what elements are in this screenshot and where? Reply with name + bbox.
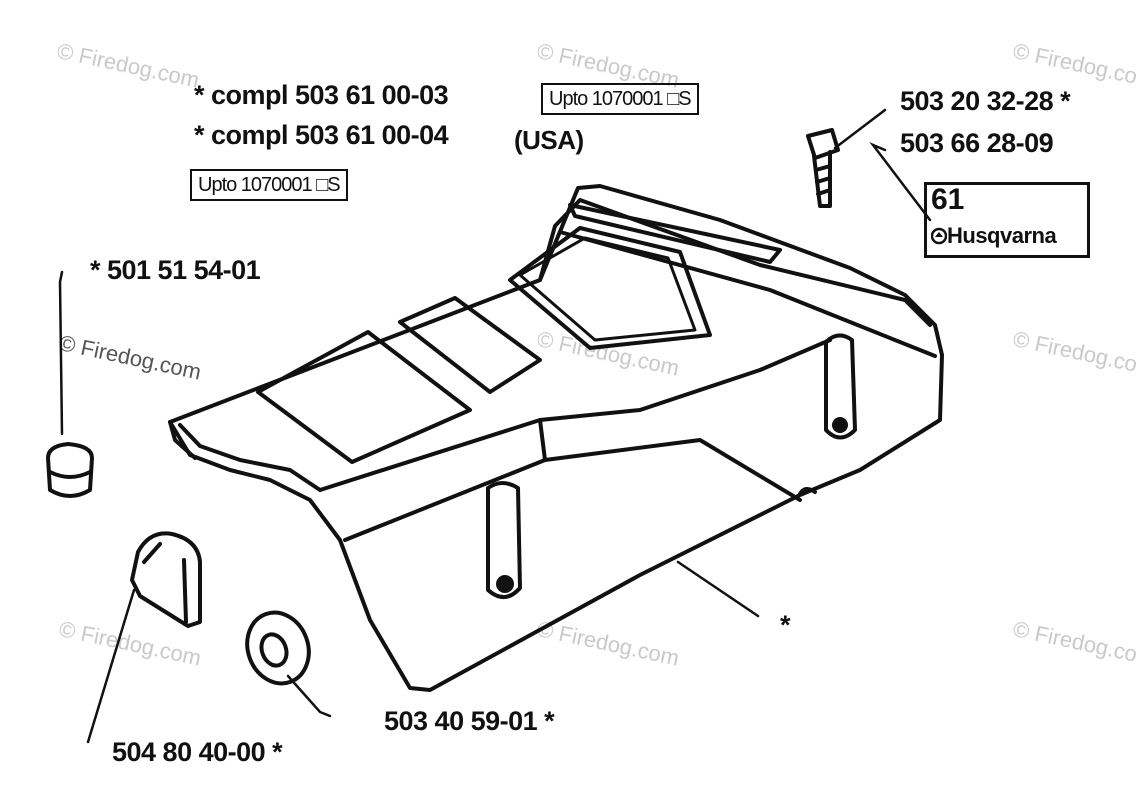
model-decal: 61 Husqvarna [924, 182, 1090, 258]
plug-part [46, 442, 94, 498]
serial-range-box: Upto 1070001 □S [190, 169, 348, 201]
brand-name: Husqvarna [930, 225, 1057, 247]
cover-body-marker: * [780, 610, 791, 640]
window-panel [256, 330, 472, 464]
leader-line [833, 108, 887, 150]
serial-range-box: Upto 1070001 □S [541, 83, 699, 115]
screw-part [806, 128, 840, 208]
screw-part-number: 503 20 32-28 * [900, 86, 1071, 116]
complete-kit-label: * compl 503 61 00-04 [194, 120, 449, 150]
mounting-boss [824, 333, 857, 440]
leader-line [676, 560, 760, 618]
rubber-cover-part-number: 504 80 40-00 * [112, 737, 283, 767]
cover-outline [168, 184, 944, 692]
husqvarna-crown-icon [930, 227, 948, 245]
leader-line [86, 588, 136, 744]
region-label: (USA) [514, 125, 584, 155]
complete-kit-label: * compl 503 61 00-03 [194, 80, 449, 110]
rubber-cover-part [130, 531, 202, 628]
window-panel [398, 296, 542, 394]
leader-line [869, 142, 932, 222]
grommet-part-number: 503 40 59-01 * [384, 706, 555, 736]
plug-part-number: * 501 51 54-01 [90, 255, 261, 285]
model-number: 61 [931, 183, 965, 216]
grommet-part [245, 610, 311, 686]
mounting-boss [486, 481, 522, 599]
leader-line [286, 674, 332, 718]
leader-line [58, 270, 64, 436]
decal-part-number: 503 66 28-09 [900, 128, 1054, 158]
